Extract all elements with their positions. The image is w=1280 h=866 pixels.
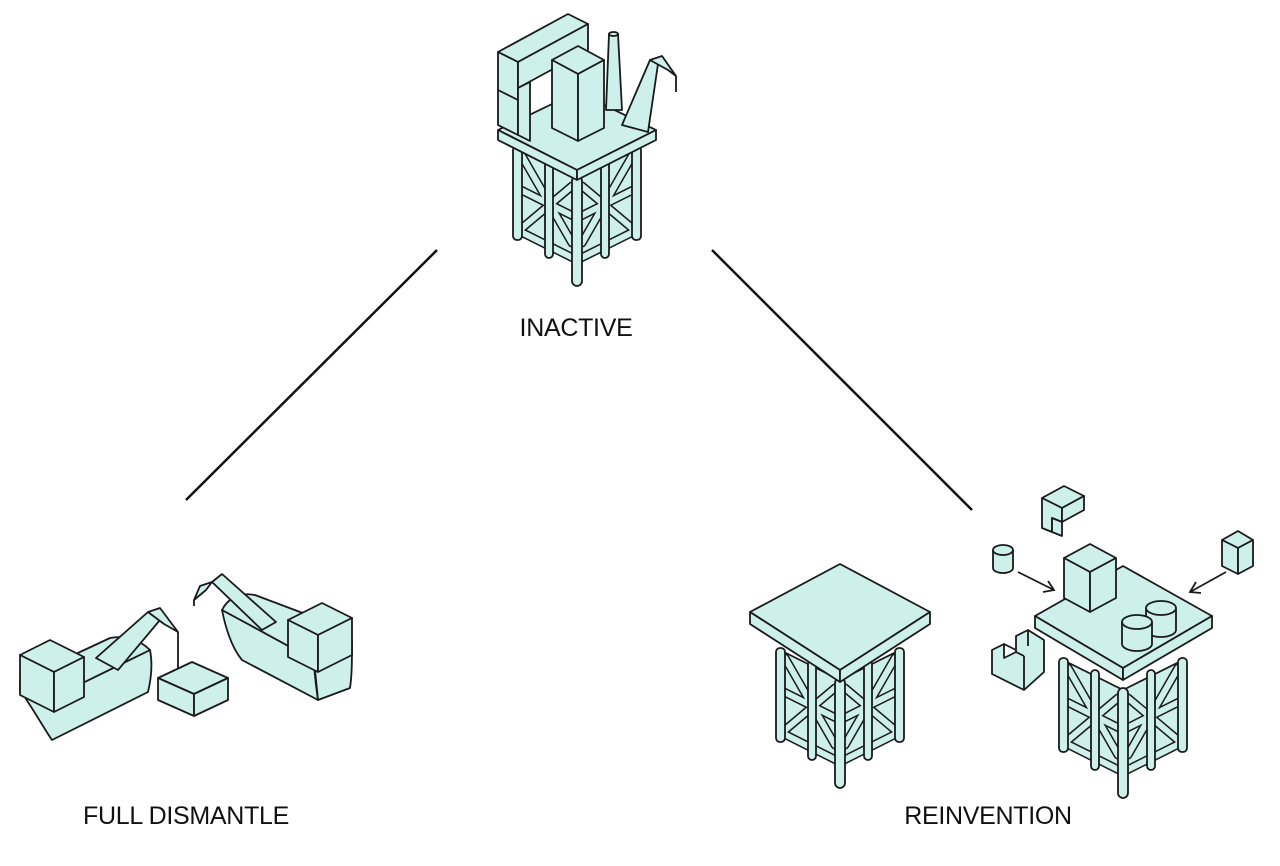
platform-with-modules-icon [991,485,1254,798]
label-full-dismantle: FULL DISMANTLE [82,802,290,830]
arrow-icon [1017,571,1227,594]
connector-line-left [185,249,438,501]
oil-platform-icon [497,13,677,286]
connector-line-right [711,249,973,511]
crane-vessels-icon [19,573,353,741]
label-inactive: INACTIVE [519,314,633,342]
platform-jacket-icon [749,563,931,788]
label-reinvention: REINVENTION [904,802,1072,830]
